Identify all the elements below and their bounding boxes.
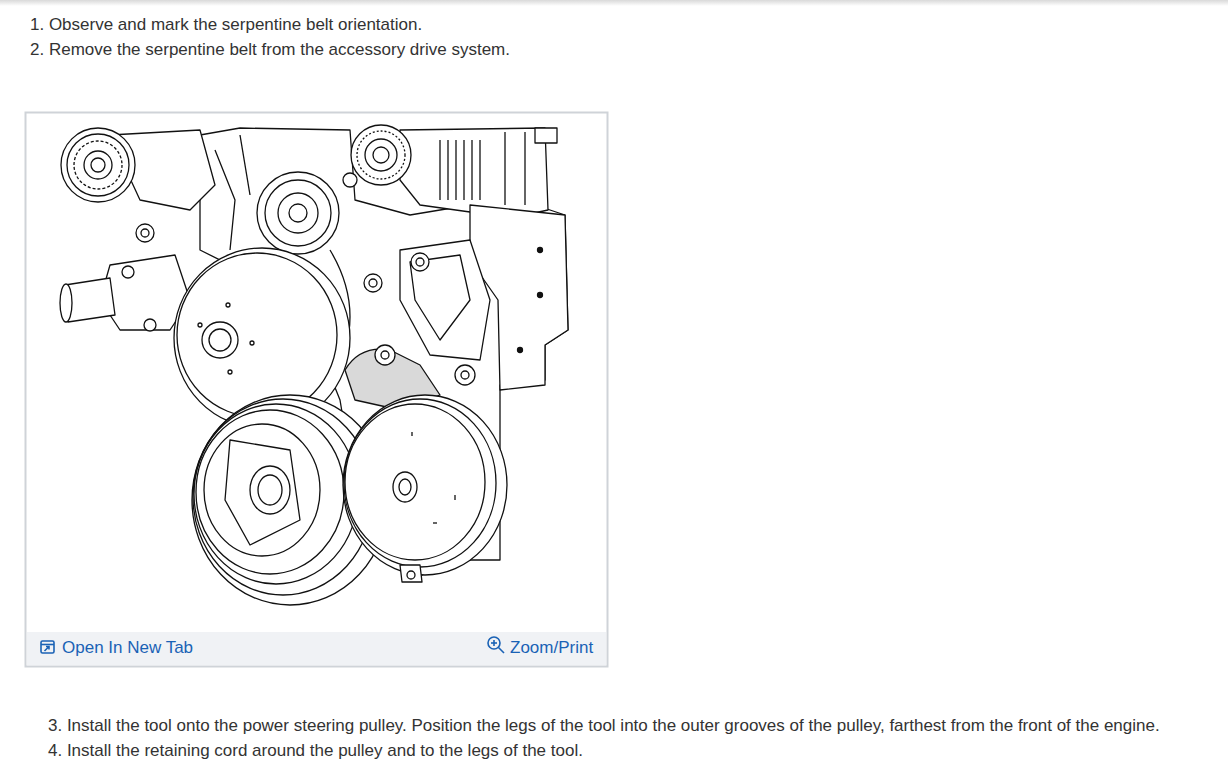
figure-frame [26,113,608,667]
open-tab-link: Open In New Tab [62,638,193,658]
figure-toolbar [27,632,606,665]
zoom-icon [488,637,504,653]
step-text: 2. Remove the serpentine belt from the a… [30,40,510,60]
step-text: 1. Observe and mark the serpentine belt … [30,15,422,35]
engine-drawing [60,125,568,605]
zoom-print-link: Zoom/Print [510,638,593,658]
step-text: 4. Install the retaining cord around the… [48,741,583,761]
top-shadow [0,0,1228,6]
open-tab-icon [41,641,54,653]
step-text: 3. Install the tool onto the power steer… [48,716,1160,736]
